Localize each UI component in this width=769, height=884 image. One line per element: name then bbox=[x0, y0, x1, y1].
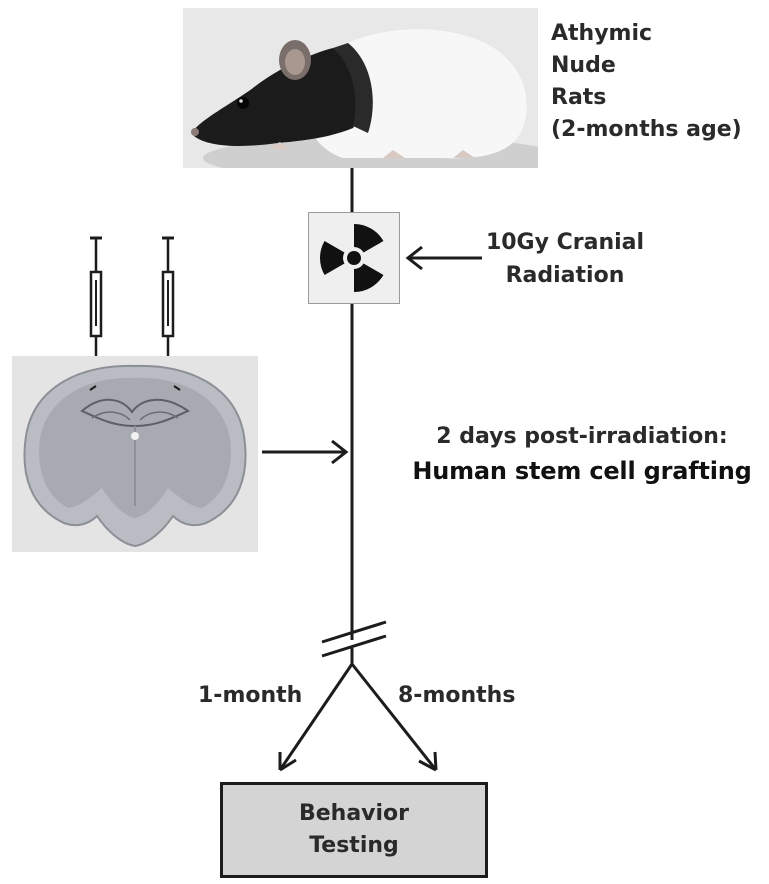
grafting-label: 2 days post-irradiation: Human stem cell… bbox=[396, 420, 768, 488]
radiation-label-line-1: 10Gy Cranial bbox=[470, 226, 660, 259]
branch-arrowhead-right bbox=[419, 752, 436, 770]
behavior-label-line-2: Testing bbox=[309, 830, 399, 862]
grafting-label-line-2: Human stem cell grafting bbox=[396, 454, 768, 488]
behavior-testing-box: Behavior Testing bbox=[220, 782, 488, 878]
rat-image bbox=[183, 8, 538, 168]
branch-arrowhead-left bbox=[280, 752, 296, 770]
grafting-arrowhead bbox=[332, 441, 346, 463]
radiation-box bbox=[308, 212, 400, 304]
rat-label-line-1: Athymic bbox=[551, 18, 742, 50]
behavior-label-line-1: Behavior bbox=[299, 798, 409, 830]
rat-label: Athymic Nude Rats (2-months age) bbox=[551, 18, 742, 146]
grafting-label-line-1: 2 days post-irradiation: bbox=[396, 420, 768, 454]
radiation-trefoil-icon bbox=[309, 213, 399, 303]
branch-arrow-right bbox=[352, 664, 436, 770]
radiation-label-line-2: Radiation bbox=[470, 259, 660, 292]
rat-label-line-2: Nude bbox=[551, 50, 742, 82]
rat-label-line-3: Rats bbox=[551, 82, 742, 114]
brain-section-photo bbox=[12, 356, 258, 552]
rat-label-line-4: (2-months age) bbox=[551, 114, 742, 146]
time-break-line-1 bbox=[322, 622, 386, 642]
timepoint-right-label: 8-months bbox=[398, 682, 515, 710]
branch-arrow-left bbox=[280, 664, 352, 770]
timepoint-left-label: 1-month bbox=[198, 682, 302, 710]
time-break-line-2 bbox=[322, 636, 386, 656]
radiation-label: 10Gy Cranial Radiation bbox=[470, 226, 660, 292]
brain-section-image bbox=[12, 356, 258, 552]
radiation-arrowhead bbox=[408, 247, 422, 269]
rat-photo bbox=[183, 8, 538, 168]
